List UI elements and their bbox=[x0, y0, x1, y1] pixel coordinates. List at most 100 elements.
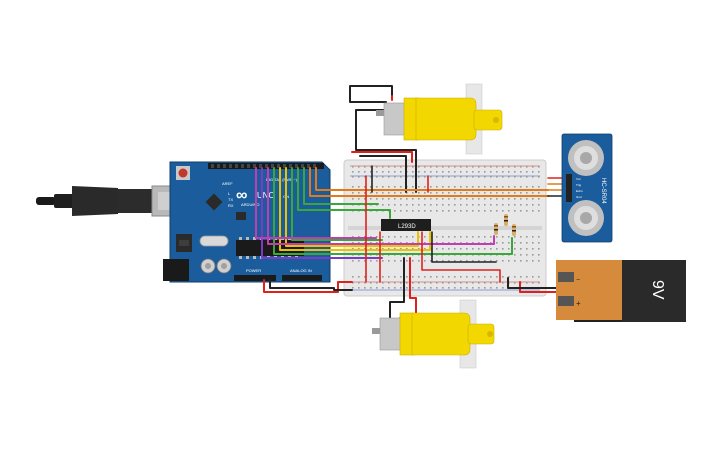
breadboard-hole bbox=[364, 171, 366, 173]
breadboard-hole bbox=[532, 210, 534, 212]
breadboard-hole bbox=[388, 236, 390, 238]
breadboard-hole bbox=[532, 204, 534, 206]
breadboard-hole bbox=[532, 260, 534, 262]
breadboard-hole bbox=[466, 204, 468, 206]
breadboard-hole bbox=[478, 171, 480, 173]
breadboard-hole bbox=[352, 186, 354, 188]
breadboard-hole bbox=[526, 248, 528, 250]
breadboard-hole bbox=[436, 287, 438, 289]
breadboard-hole bbox=[532, 236, 534, 238]
breadboard-hole bbox=[472, 210, 474, 212]
breadboard-hole bbox=[484, 204, 486, 206]
breadboard-hole bbox=[496, 204, 498, 206]
breadboard-hole bbox=[364, 166, 366, 168]
breadboard-hole bbox=[532, 171, 534, 173]
breadboard-hole bbox=[436, 210, 438, 212]
breadboard-hole bbox=[352, 287, 354, 289]
breadboard-hole bbox=[478, 204, 480, 206]
breadboard-hole bbox=[382, 248, 384, 250]
breadboard-hole bbox=[502, 204, 504, 206]
breadboard-hole bbox=[472, 204, 474, 206]
breadboard-hole bbox=[424, 210, 426, 212]
breadboard-hole bbox=[496, 176, 498, 178]
breadboard-hole bbox=[460, 260, 462, 262]
breadboard-hole bbox=[370, 282, 372, 284]
breadboard-hole bbox=[376, 166, 378, 168]
breadboard-hole bbox=[466, 210, 468, 212]
breadboard-hole bbox=[424, 260, 426, 262]
breadboard-hole bbox=[496, 186, 498, 188]
breadboard-hole bbox=[532, 254, 534, 256]
breadboard-hole bbox=[436, 192, 438, 194]
breadboard-hole bbox=[478, 276, 480, 278]
breadboard-hole bbox=[484, 248, 486, 250]
breadboard-hole bbox=[358, 166, 360, 168]
breadboard-hole bbox=[496, 248, 498, 250]
breadboard-hole bbox=[514, 260, 516, 262]
breadboard-hole bbox=[460, 176, 462, 178]
breadboard-hole bbox=[394, 186, 396, 188]
breadboard-hole bbox=[370, 248, 372, 250]
breadboard-hole bbox=[448, 171, 450, 173]
breadboard-hole bbox=[538, 166, 540, 168]
breadboard-hole bbox=[490, 198, 492, 200]
breadboard-hole bbox=[352, 236, 354, 238]
breadboard-hole bbox=[484, 171, 486, 173]
breadboard-hole bbox=[502, 282, 504, 284]
breadboard-hole bbox=[400, 176, 402, 178]
breadboard-hole bbox=[460, 287, 462, 289]
breadboard-hole bbox=[400, 186, 402, 188]
breadboard-hole bbox=[418, 210, 420, 212]
breadboard-hole bbox=[430, 192, 432, 194]
breadboard-hole bbox=[370, 192, 372, 194]
breadboard-hole bbox=[484, 166, 486, 168]
resistor-3 bbox=[512, 224, 516, 236]
breadboard-hole bbox=[538, 198, 540, 200]
breadboard-hole bbox=[508, 198, 510, 200]
breadboard-hole bbox=[382, 276, 384, 278]
breadboard-hole bbox=[370, 242, 372, 244]
breadboard-hole bbox=[394, 260, 396, 262]
breadboard-hole bbox=[358, 260, 360, 262]
resistor-2 bbox=[504, 214, 508, 226]
breadboard-hole bbox=[484, 242, 486, 244]
breadboard-hole bbox=[454, 198, 456, 200]
breadboard-hole bbox=[514, 176, 516, 178]
breadboard-hole bbox=[448, 276, 450, 278]
breadboard-hole bbox=[472, 192, 474, 194]
breadboard-hole bbox=[478, 186, 480, 188]
breadboard-hole bbox=[442, 210, 444, 212]
breadboard-hole bbox=[466, 198, 468, 200]
breadboard-hole bbox=[538, 276, 540, 278]
breadboard-hole bbox=[496, 276, 498, 278]
breadboard-hole bbox=[364, 242, 366, 244]
breadboard-hole bbox=[478, 198, 480, 200]
breadboard-hole bbox=[442, 166, 444, 168]
breadboard-hole bbox=[472, 260, 474, 262]
breadboard-hole bbox=[484, 276, 486, 278]
breadboard-hole bbox=[472, 248, 474, 250]
breadboard-hole bbox=[496, 171, 498, 173]
breadboard-hole bbox=[466, 248, 468, 250]
breadboard-hole bbox=[358, 242, 360, 244]
breadboard-hole bbox=[358, 186, 360, 188]
breadboard-hole bbox=[364, 260, 366, 262]
breadboard-hole bbox=[364, 282, 366, 284]
breadboard-hole bbox=[370, 176, 372, 178]
breadboard-hole bbox=[412, 287, 414, 289]
sensor-pin-echo: Echo bbox=[576, 189, 583, 193]
breadboard-hole bbox=[358, 236, 360, 238]
breadboard-hole bbox=[400, 171, 402, 173]
l293d-label: L293D bbox=[398, 224, 416, 230]
breadboard-hole bbox=[412, 210, 414, 212]
digital-header-label: DIGITAL (PWM~) bbox=[266, 177, 298, 182]
breadboard-hole bbox=[448, 248, 450, 250]
breadboard-hole bbox=[526, 171, 528, 173]
breadboard-hole bbox=[526, 198, 528, 200]
breadboard-hole bbox=[496, 260, 498, 262]
breadboard-hole bbox=[412, 282, 414, 284]
breadboard-hole bbox=[526, 276, 528, 278]
breadboard-hole bbox=[454, 171, 456, 173]
breadboard-hole bbox=[460, 242, 462, 244]
